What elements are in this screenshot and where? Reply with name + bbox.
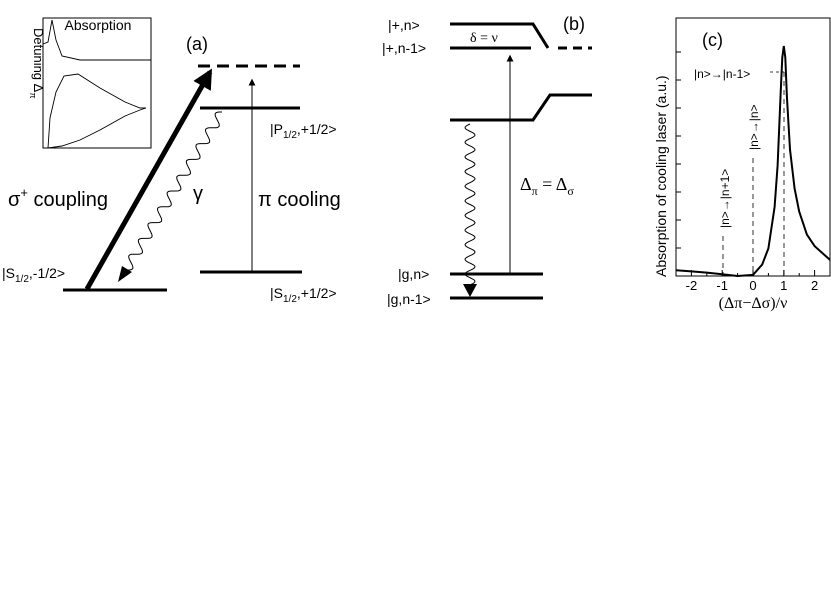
level-plus-n1-label: |+,n-1>: [382, 40, 426, 56]
x-tick-label: -1: [716, 278, 728, 293]
y-axis-label: Absorption of cooling laser (a.u.): [653, 75, 669, 277]
annotation-n-to-n: |n>→|n>: [747, 104, 761, 150]
decay-wavy-b: [464, 123, 476, 286]
inset-absorption-plot: Absorption Detuning Δπ: [28, 17, 152, 149]
annotation-n-to-n-plus-1: |n>→|n+1>: [718, 169, 732, 228]
dressed-level: [450, 93, 592, 122]
panel-c-tag: (c): [702, 30, 723, 50]
absorption-curve: [675, 45, 831, 278]
axis-ticks: [676, 51, 816, 276]
panel-b: (b) |+,n> |+,n-1> δ = ν |g,n> |g,n-1> Δπ…: [382, 14, 592, 307]
level-g-n1-label: |g,n-1>: [387, 291, 431, 307]
level-s-plus-label: |S1/2,+1/2>: [270, 285, 337, 305]
sigma-coupling-arrow: [84, 68, 213, 291]
level-plus-n: [450, 22, 550, 49]
decay-arrowhead-b: [463, 284, 477, 297]
delta-label: δ = ν: [470, 31, 498, 46]
panel-a-tag: (a): [186, 34, 208, 54]
sigma-coupling-label: σ+ coupling: [8, 185, 108, 211]
level-plus-n-label: |+,n>: [388, 17, 420, 33]
level-s-minus-label: |S1/2,-1/2>: [2, 265, 65, 285]
pi-cooling-label: π cooling: [258, 189, 341, 211]
x-tick-label: 1: [780, 278, 787, 293]
annotation-n-to-n-1: |n>→|n-1>: [694, 67, 750, 81]
x-tick-labels: -2 -1 0 1 2: [686, 278, 819, 293]
x-tick-label: 2: [811, 278, 818, 293]
decay-arrowhead: [118, 266, 132, 282]
level-g-n-label: |g,n>: [398, 266, 429, 282]
x-tick-label: -2: [686, 278, 698, 293]
level-p-label: |P1/2,+1/2>: [270, 121, 337, 141]
resonance-condition: Δπ = Δσ: [520, 174, 574, 198]
panel-a: Absorption Detuning Δπ (a) |P1/2,+1/2> |…: [2, 17, 341, 305]
inset-ylabel: Detuning Δπ: [28, 28, 46, 99]
spontaneous-decay-wavy: [126, 111, 222, 271]
gamma-label: γ: [193, 183, 203, 205]
inset-curve-2: [47, 73, 147, 149]
x-tick-label: 0: [749, 278, 756, 293]
x-axis-label: (Δπ−Δσ)/ν: [719, 295, 788, 312]
inset-curve: [42, 19, 151, 61]
panel-c: (c) |n>→|n-1> |n>→|n> |n>→|n+1> Absorpti…: [653, 17, 831, 312]
inset-title: Absorption: [65, 17, 132, 33]
panel-b-tag: (b): [563, 14, 585, 34]
